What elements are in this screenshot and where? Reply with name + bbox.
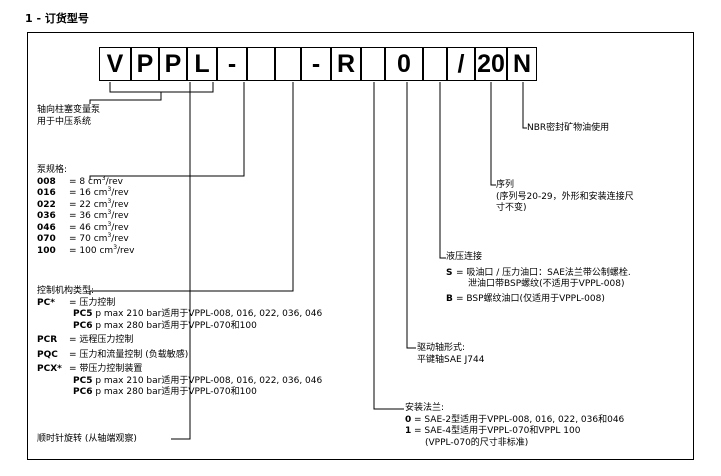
code-box-p1: P [131,47,159,81]
ports-block: 液压连接 S= 吸油口 / 压力油口：SAE法兰带公制螺栓. 泄油口带BSP螺纹… [446,252,631,304]
shaft-block: 驱动轴形式: 平键轴SAE J744 [417,343,485,365]
code-box-n: N [507,47,537,81]
pump-type-text: 轴向柱塞变量泵 用于中压系统 [37,105,101,127]
line-control [89,82,294,295]
code-box-series: 20 [475,47,507,81]
code-box-size [247,47,275,81]
code-box-flange [361,47,385,81]
code-box-r: R [331,47,361,81]
code-box-l: L [187,47,217,81]
size-row: 022= 22 cm3/rev [37,197,129,210]
code-box-p2: P [159,47,187,81]
line-shaft [406,82,416,349]
line-ports [439,82,446,259]
control-title: 控制机构类型: [37,286,95,296]
nbr-text: NBR密封矿物油使用 [527,123,610,133]
size-title: 泵规格: [37,165,68,175]
flange-title: 安装法兰: [405,403,445,413]
line-nbr [522,82,527,129]
size-row: 070= 70 cm3/rev [37,232,129,245]
size-row: 036= 36 cm3/rev [37,209,129,222]
content-frame [27,32,694,460]
size-row: 046= 46 cm3/rev [37,220,129,233]
shaft-title: 驱动轴形式: [417,343,466,353]
code-box-dash1: - [217,47,247,81]
series-block: 序列 (序列号20-29，外形和安装连接尺 寸不变) [496,180,634,213]
ports-title: 液压连接 [446,252,483,262]
line-series [490,82,496,186]
size-row: 008= 8 cm3/rev [37,174,123,187]
line-size [89,82,245,180]
size-block: 泵规格: 008= 8 cm3/rev 016= 16 cm3/rev 022=… [37,165,134,257]
line-rotation [171,82,191,440]
code-box-ports [423,47,447,81]
rotation-text: 顺时针旋转 (从轴端观察) [37,434,137,444]
size-row: 016= 16 cm3/rev [37,186,129,199]
series-title: 序列 [496,180,515,190]
flange-block: 安装法兰: 0= SAE-2型适用于VPPL-008, 016, 022, 03… [405,403,625,448]
code-box-dash2: - [301,47,331,81]
code-box-shaft: 0 [385,47,423,81]
size-row: 100= 100 cm3/rev [37,243,135,256]
control-block: 控制机构类型: PC*= 压力控制 PC5 p max 210 bar适用于VP… [37,286,323,397]
line-flange [373,82,404,410]
code-box-v: V [99,47,131,81]
code-box-slash: / [447,47,475,81]
section-heading: 1 - 订货型号 [25,12,89,25]
bracket-pump [89,82,214,104]
code-box-control [275,47,301,81]
